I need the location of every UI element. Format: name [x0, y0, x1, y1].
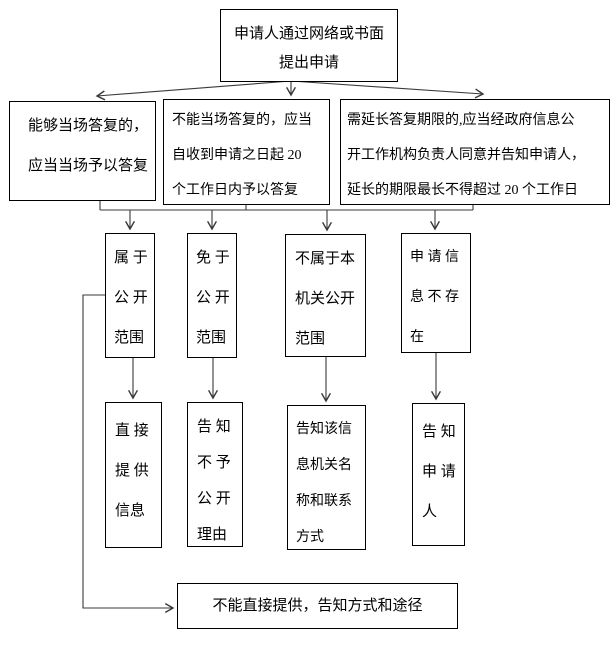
- arrow-title-to-extend: [290, 80, 485, 99]
- box-text-line: 属 于: [114, 250, 148, 266]
- box-category-not-exist: 申 请 信 息 不 存 在: [401, 233, 471, 353]
- box-action-refuse-reason: 告 知 不 予 公 开 理由: [187, 402, 243, 547]
- box-reply-onspot: 能够当场答复的， 应当当场予以答复: [9, 101, 156, 201]
- box-text-line: 不能当场答复的，应当: [172, 113, 312, 128]
- box-text-line: 告 知: [422, 424, 456, 440]
- box-text-line: 告知该信: [296, 422, 352, 437]
- box-text-line: 在: [410, 330, 424, 345]
- box-action-notify-applicant: 告 知 申 请 人: [412, 403, 465, 546]
- box-text-line: 机关公开: [295, 291, 356, 307]
- box-text-line: 范围: [196, 330, 227, 346]
- box-text-line: 不能直接提供，告知方式和途径: [212, 598, 423, 614]
- box-text-line: 需延长答复期限的,应当经政府信息公: [347, 113, 575, 128]
- box-text-line: 信息: [115, 503, 146, 519]
- box-text-line: 范围: [295, 331, 326, 347]
- box-text-line: 个工作日内予以答复: [172, 183, 298, 198]
- box-text-line: 申 请 信: [410, 250, 459, 265]
- box-reply-within20: 不能当场答复的，应当 自收到申请之日起 20 个工作日内予以答复: [163, 99, 330, 205]
- box-text-line: 人: [422, 504, 438, 520]
- box-text-line: 申 请: [422, 464, 456, 480]
- box-text-line: 开工作机构负责人同意并告知申请人，: [347, 148, 585, 163]
- box-text-line: 延长的期限最长不得超过 20 个工作日: [347, 183, 578, 198]
- box-text-line: 告 知: [197, 419, 231, 435]
- box-reply-extend: 需延长答复期限的,应当经政府信息公 开工作机构负责人同意并告知申请人， 延长的期…: [340, 99, 610, 205]
- box-category-not-this-organ: 不属于本 机关公开 范围: [285, 234, 366, 357]
- box-text-line: 应当当场予以答复: [28, 158, 149, 174]
- box-text-line: 方式: [296, 530, 324, 545]
- box-category-in-scope: 属 于 公 开 范围: [105, 233, 155, 358]
- box-text-line: 公 开: [196, 290, 230, 306]
- box-action-refer-organ: 告知该信 息机关名 称和联系 方式: [287, 405, 366, 550]
- box-text-line: 自收到申请之日起 20: [172, 148, 302, 163]
- arrow-title-to-onspot: [95, 80, 292, 101]
- box-text-line: 直 接: [115, 423, 149, 439]
- box-text-line: 范围: [114, 330, 145, 346]
- box-title-line: 申请人通过网络或书面: [233, 26, 384, 42]
- box-action-provide-direct: 直 接 提 供 信息: [105, 402, 162, 548]
- box-category-exempt: 免 于 公 开 范围: [187, 233, 237, 358]
- box-text-line: 息机关名: [296, 458, 352, 473]
- box-text-line: 理由: [197, 527, 228, 543]
- box-text-line: 称和联系: [296, 494, 352, 509]
- box-text-line: 息 不 存: [410, 290, 459, 305]
- box-text-line: 不 予: [197, 455, 231, 471]
- arrow-in-scope-to-bottom: [82, 294, 175, 614]
- box-title-line: 提出申请: [278, 55, 339, 71]
- box-text-line: 公 开: [114, 290, 148, 306]
- box-text-line: 免 于: [196, 250, 230, 266]
- box-text-line: 提 供: [115, 463, 149, 479]
- box-text-line: 公 开: [197, 491, 231, 507]
- box-text-line: 能够当场答复的，: [28, 118, 149, 134]
- box-bottom-cannot-provide: 不能直接提供，告知方式和途径: [177, 583, 458, 629]
- box-text-line: 不属于本: [295, 251, 356, 267]
- box-title-apply: 申请人通过网络或书面 提出申请: [220, 9, 398, 82]
